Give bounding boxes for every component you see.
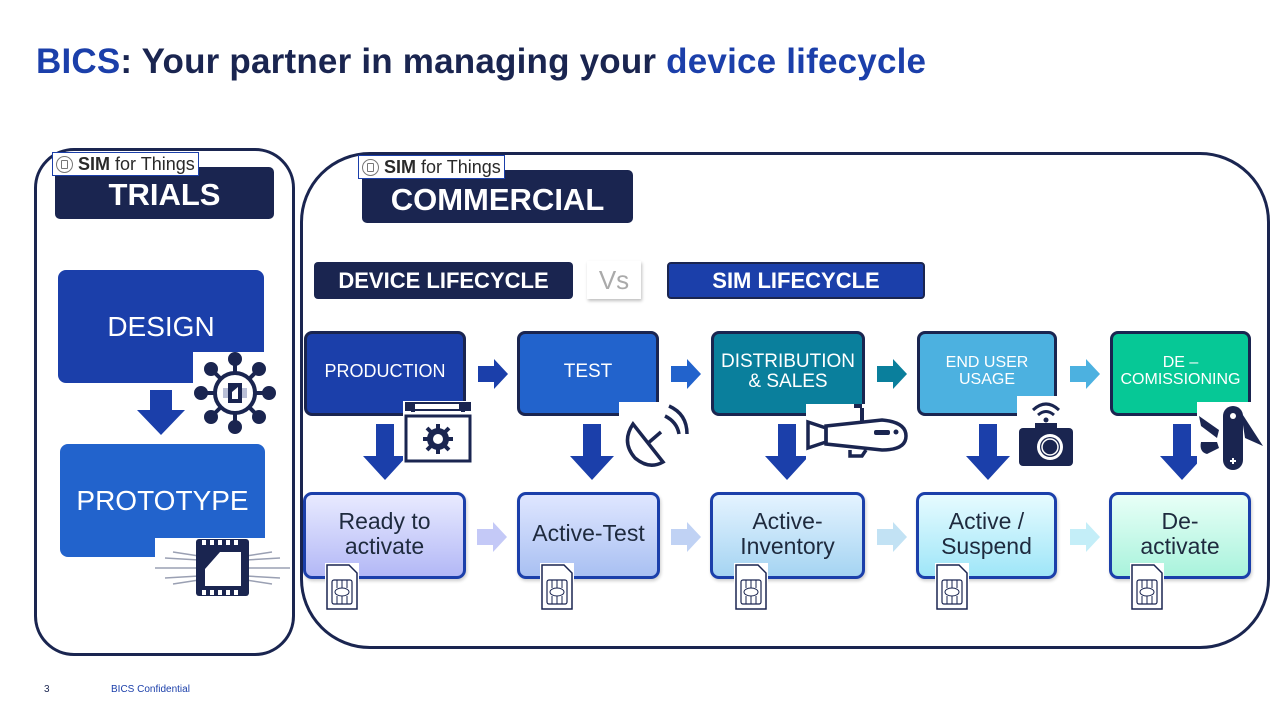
stage-label-line2: COMISSIONING <box>1120 370 1241 388</box>
satellite-dish-icon <box>619 402 689 470</box>
arrow-right-icon <box>478 359 508 389</box>
sim-card-icon <box>540 563 574 611</box>
arrow-right-icon <box>877 522 907 552</box>
device-stage-production: PRODUCTION <box>304 331 466 416</box>
device-stage-decommissioning: DE –COMISSIONING <box>1110 331 1251 416</box>
device-stage-distribution: DISTRIBUTION& SALES <box>711 331 865 416</box>
state-label: Ready to <box>338 508 431 535</box>
circuit-network-icon <box>193 352 277 434</box>
state-label: De- <box>1161 508 1199 535</box>
microchip-icon <box>155 538 290 598</box>
stage-label: END USER <box>945 353 1029 371</box>
page-number: 3 <box>44 684 50 695</box>
title-accent: device lifecycle <box>666 42 927 81</box>
arrow-right-icon <box>1070 522 1100 552</box>
state-label-line2: activate <box>344 532 425 559</box>
sim-state-deactivate: De-activate <box>1109 492 1251 579</box>
sim-card-icon <box>325 563 359 611</box>
stage-label: DISTRIBUTION <box>720 350 856 372</box>
arrow-right-icon <box>877 359 907 389</box>
arrow-right-icon <box>1070 359 1100 389</box>
sim-state-active-inventory: Active-Inventory <box>710 492 865 579</box>
stage-label: TEST <box>563 360 613 382</box>
title-brand: BICS <box>36 42 121 81</box>
device-stage-test: TEST <box>517 331 659 416</box>
stage-label: PRODUCTION <box>324 361 446 382</box>
arrow-down-icon <box>363 424 407 480</box>
state-label: Active / <box>948 508 1025 535</box>
sim-logo-icon <box>362 158 379 176</box>
arrow-down-icon <box>966 424 1010 480</box>
logo-bold: SIM <box>384 156 417 177</box>
sim-logo-icon <box>56 155 73 173</box>
arrow-right-icon <box>477 522 507 552</box>
logo-rest: for Things <box>421 156 501 177</box>
arrow-down-icon <box>570 424 614 480</box>
stage-label-line2: & SALES <box>748 370 828 392</box>
confidential-label: BICS Confidential <box>111 684 190 695</box>
arrow-right-icon <box>671 522 701 552</box>
stage-label: DE – <box>1162 353 1199 371</box>
device-lifecycle-label: DEVICE LIFECYCLE <box>314 262 573 299</box>
arrow-down-icon <box>137 390 185 435</box>
arrow-down-icon <box>1160 424 1204 480</box>
logo-bold: SIM <box>78 153 111 174</box>
camera-wifi-icon <box>1017 396 1075 468</box>
swiss-knife-icon <box>1197 402 1265 472</box>
sim-card-icon <box>1130 563 1164 611</box>
state-label: Active-Test <box>532 520 645 547</box>
logo-rest: for Things <box>115 153 195 174</box>
slide-title: BICS: Your partner in managing your devi… <box>36 42 926 82</box>
title-middle: : Your partner in managing your <box>120 42 667 81</box>
submarine-icon <box>806 404 908 460</box>
arrow-down-icon <box>765 424 809 480</box>
vs-label: Vs <box>587 261 641 299</box>
state-label-line2: Inventory <box>740 532 835 559</box>
state-label-line2: activate <box>1140 532 1220 559</box>
arrow-right-icon <box>671 359 701 389</box>
stage-label-line2: USAGE <box>958 370 1015 388</box>
state-label: Active- <box>752 508 823 535</box>
state-label-line2: Suspend <box>941 532 1032 559</box>
calendar-gear-icon <box>403 401 473 463</box>
sim-card-icon <box>734 563 768 611</box>
sim-card-icon <box>935 563 969 611</box>
sim-state-active-test: Active-Test <box>517 492 660 579</box>
sim-lifecycle-label: SIM LIFECYCLE <box>667 262 925 299</box>
